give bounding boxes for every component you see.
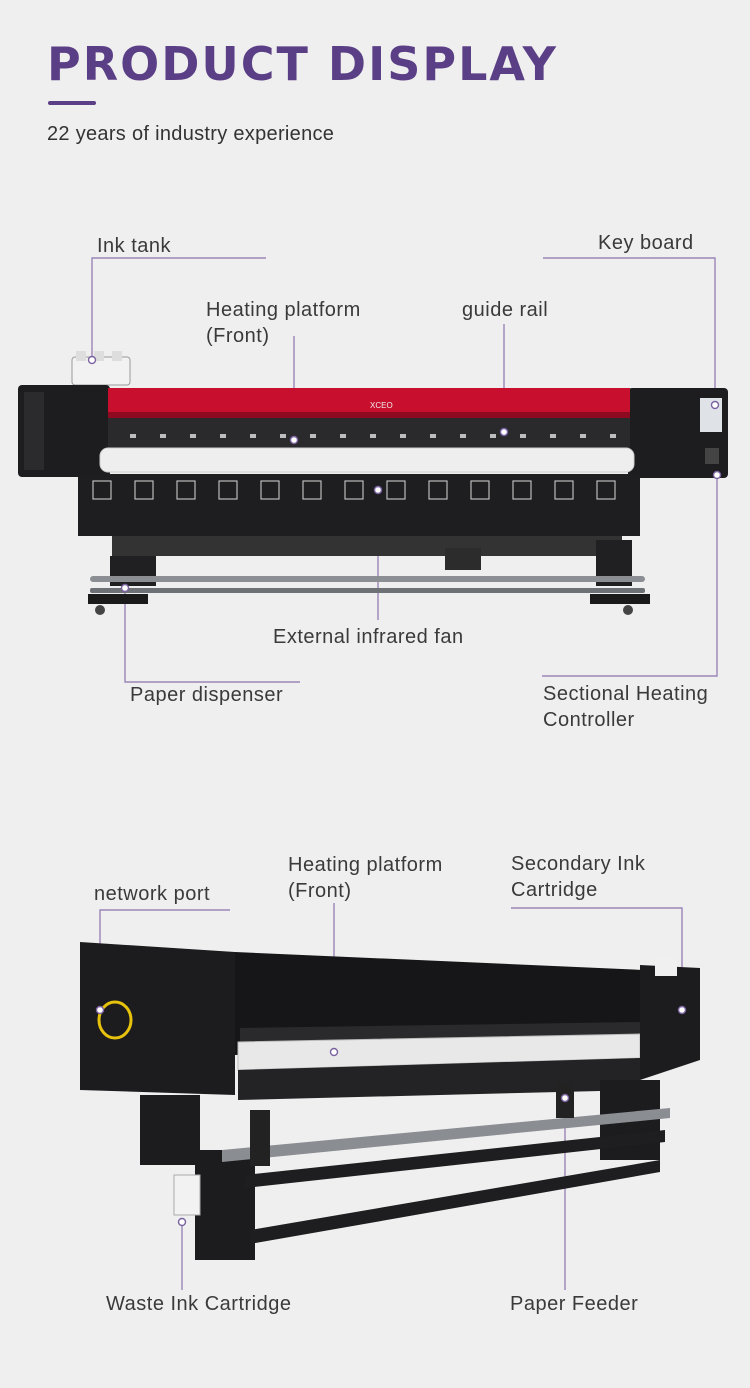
front-leader-lines xyxy=(91,257,718,683)
printer-back-body xyxy=(80,942,700,1260)
brand-text: XCEO xyxy=(370,401,393,410)
title-underline xyxy=(48,101,96,105)
label-sectional-heating: Sectional Heating Controller xyxy=(543,683,709,731)
page-title: PRODUCT DISPLAY xyxy=(47,37,558,91)
label-ink-tank: Ink tank xyxy=(97,235,172,257)
printer-front-image: XCEO xyxy=(18,257,728,683)
back-markers xyxy=(95,1005,687,1227)
label-paper-dispenser: Paper dispenser xyxy=(130,684,284,706)
label-heating-platform-front: Heating platform (Front) xyxy=(206,299,361,347)
label-paper-feeder: Paper Feeder xyxy=(510,1293,639,1315)
printer-front-body: XCEO xyxy=(18,351,728,615)
label-secondary-ink-cartridge: Secondary Ink Cartridge xyxy=(511,853,646,901)
label-infrared-fan: External infrared fan xyxy=(273,626,464,648)
printer-back-image xyxy=(80,903,700,1290)
label-key-board: Key board xyxy=(598,232,694,254)
label-guide-rail: guide rail xyxy=(462,299,549,321)
page-subtitle: 22 years of industry experience xyxy=(47,123,335,145)
label-waste-ink-cartridge: Waste Ink Cartridge xyxy=(106,1293,292,1315)
label-network-port: network port xyxy=(94,883,211,905)
label-heating-platform-front-2: Heating platform (Front) xyxy=(288,854,443,902)
front-markers xyxy=(87,355,722,593)
